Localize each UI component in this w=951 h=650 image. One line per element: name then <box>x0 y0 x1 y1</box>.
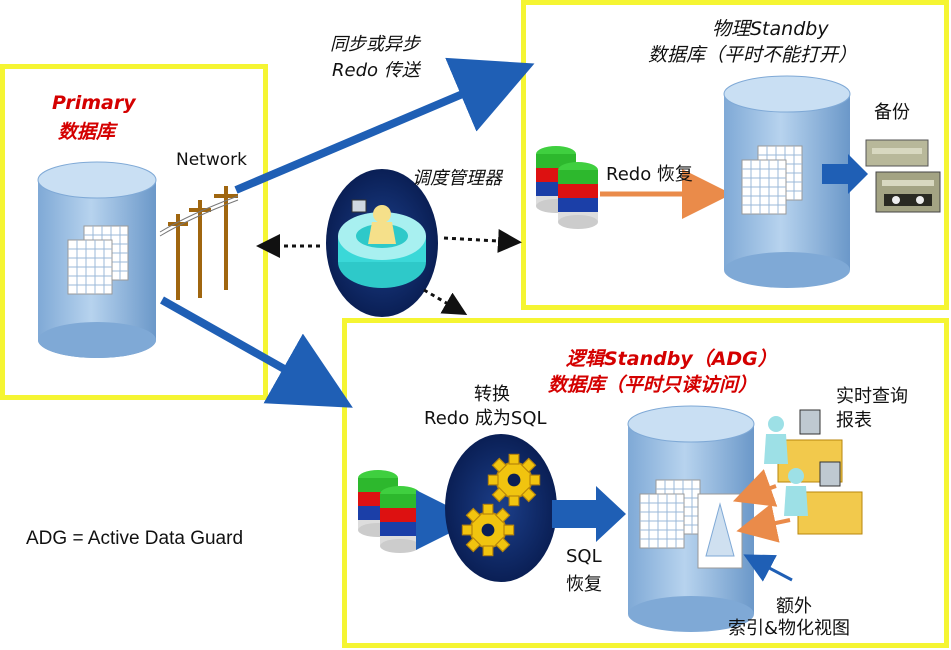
sql-convert-gears <box>445 434 557 582</box>
scheduler-link-physical <box>443 229 522 253</box>
scheduler-link-logical <box>423 288 468 316</box>
backup-label: 备份 <box>874 102 910 123</box>
utility-pole-icon <box>159 186 239 300</box>
report-arrow-2 <box>736 503 791 543</box>
transport-label-line2: Redo 传送 <box>332 60 420 81</box>
report-label-line2: 报表 <box>836 410 872 431</box>
sql-apply-label-line1: SQL <box>566 546 602 567</box>
adg-note: ADG = Active Data Guard <box>26 528 244 549</box>
redo-apply-label: Redo 恢复 <box>606 164 693 185</box>
logical-title-line1: 逻辑Standby（ADG） <box>566 348 777 370</box>
redo-transport-arrow-logical <box>160 296 353 408</box>
sql-apply-label-line2: 恢复 <box>566 574 602 595</box>
physical-database-cylinder <box>723 75 851 288</box>
physical-title-line1: 物理Standby <box>712 18 829 40</box>
backup-arrow <box>822 154 868 194</box>
logical-database-cylinder <box>627 405 755 632</box>
logical-title-line2: 数据库（平时只读访问） <box>548 374 758 396</box>
transport-label-line1: 同步或异步 <box>330 34 420 55</box>
sql-apply-arrow <box>552 486 626 542</box>
report-arrow-1 <box>732 469 778 507</box>
convert-label-line1: 转换 <box>474 384 510 405</box>
report-label-line1: 实时查询 <box>836 386 908 407</box>
convert-label-line2: Redo 成为SQL <box>424 408 547 429</box>
extra-label-line2: 索引&物化视图 <box>728 618 851 639</box>
physical-title-line2: 数据库（平时不能打开） <box>648 44 858 66</box>
network-label: Network <box>176 150 247 170</box>
extra-index-arrow <box>743 554 793 582</box>
scheduler-label: 调度管理器 <box>412 168 502 189</box>
tape-cartridge-icon <box>865 139 941 213</box>
primary-database-cylinder <box>37 161 157 358</box>
workstation-user-icon <box>764 409 863 535</box>
primary-title-line1: Primary <box>52 92 136 114</box>
scheduler-console-icon <box>326 169 438 317</box>
redo-transport-arrow-physical <box>234 57 535 194</box>
primary-title-line2: 数据库 <box>58 121 116 143</box>
extra-label-line1: 额外 <box>776 596 812 617</box>
